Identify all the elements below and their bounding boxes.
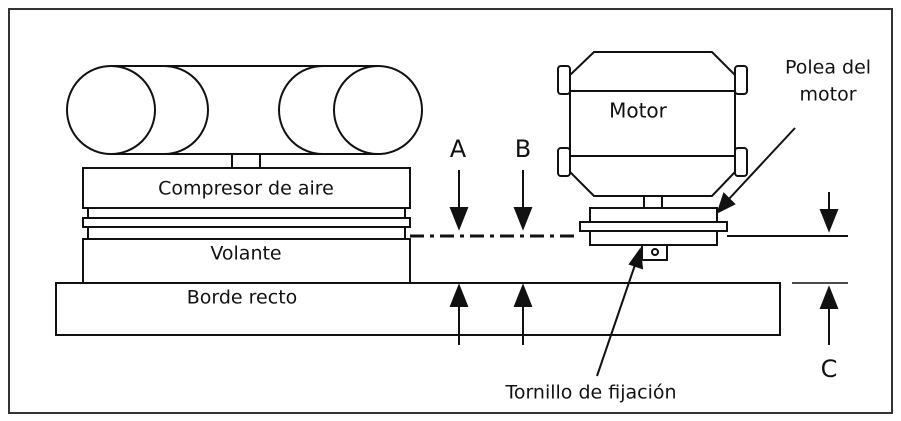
motor-body xyxy=(569,51,736,197)
compressor-label: Compresor de aire xyxy=(158,178,334,200)
diagram-frame xyxy=(8,8,893,414)
motor-label: Motor xyxy=(609,99,668,123)
motor-assembly xyxy=(557,51,748,261)
compressor-tank xyxy=(66,65,423,155)
motor-pulley xyxy=(589,207,718,223)
label-a: A xyxy=(450,135,467,163)
straight-edge xyxy=(55,282,781,336)
set-screw-leader xyxy=(596,247,644,377)
pulley-label-line1: Polea del xyxy=(785,57,871,79)
arrows-a xyxy=(449,170,469,345)
compressor-assembly xyxy=(66,65,423,284)
compressor-body xyxy=(82,167,411,209)
flywheel-label: Volante xyxy=(210,243,281,265)
straight-edge-label: Borde recto xyxy=(187,287,298,309)
set-screw-label: Tornillo de fijación xyxy=(504,382,676,404)
pulley-label-line2: motor xyxy=(799,84,856,106)
pulley-leader xyxy=(716,127,796,214)
arrows-c xyxy=(819,192,839,345)
label-c: C xyxy=(821,355,838,383)
arrows-b xyxy=(513,170,533,345)
label-b: B xyxy=(515,135,531,163)
